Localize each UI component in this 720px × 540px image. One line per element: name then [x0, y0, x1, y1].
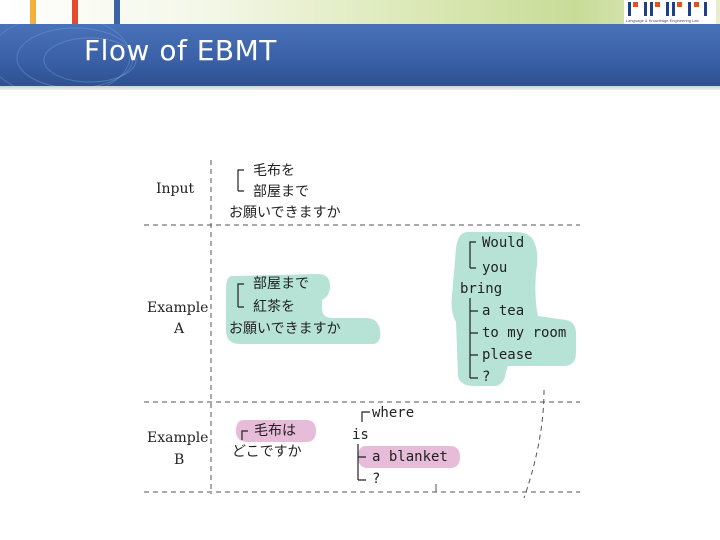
highlight-example-a-en — [451, 232, 576, 386]
lab-logo: Language & Knowledge Engineering Lab — [624, 0, 716, 28]
example-a-jp-line-2: 紅茶を — [253, 299, 295, 315]
example-b-jp-bracket — [241, 430, 248, 440]
decor-bar-blue — [114, 0, 120, 24]
example-a-en-would: Would — [482, 235, 525, 251]
example-a-jp-bracket — [237, 283, 244, 308]
title-swirl-decoration — [0, 24, 137, 86]
example-a-en-lower-tree — [469, 298, 478, 379]
highlight-example-a-jp — [226, 274, 381, 344]
row-label-example-b-word: Example — [147, 430, 209, 446]
top-decorative-strip — [0, 0, 720, 24]
example-a-jp-line-1: 部屋まで — [253, 276, 309, 292]
logo-caption: Language & Knowledge Engineering Lab — [626, 18, 699, 23]
curved-divider — [523, 389, 545, 499]
example-a-en-to-my-room: to my room — [482, 325, 567, 341]
example-b-en-is: is — [352, 427, 369, 443]
highlight-example-b-en — [358, 446, 460, 468]
example-a-en-question: ? — [482, 369, 491, 385]
title-bar: Flow of EBMT — [0, 24, 720, 86]
slide-title: Flow of EBMT — [84, 34, 277, 67]
example-a-en-you: you — [482, 260, 508, 276]
example-a-en-please: please — [482, 347, 533, 363]
title-underline — [0, 86, 720, 90]
input-jp-line-3: お願いできますか — [229, 205, 341, 221]
example-b-en-upper-bracket — [361, 411, 370, 422]
input-jp-line-1: 毛布を — [253, 163, 295, 179]
example-a-en-a-tea: a tea — [482, 303, 525, 319]
example-b-en-where: where — [372, 405, 415, 421]
example-b-jp-line-1: 毛布は — [254, 423, 296, 439]
example-a-en-upper-bracket — [469, 241, 476, 269]
highlight-example-b-jp — [236, 420, 316, 442]
row-label-example-a-letter: A — [174, 321, 185, 337]
example-a-jp-line-3: お願いできますか — [229, 321, 341, 337]
example-b-jp-line-2: どこですか — [232, 444, 302, 460]
example-b-en-a-blanket: a blanket — [372, 449, 448, 465]
example-b-en-lower-tree — [357, 444, 366, 481]
row-label-example-b-letter: B — [174, 452, 185, 468]
input-bracket — [237, 169, 244, 192]
input-jp-line-2: 部屋まで — [253, 184, 309, 200]
example-b-en-question: ? — [372, 471, 381, 487]
example-a-en-bring: bring — [460, 281, 503, 297]
row-label-input: Input — [156, 181, 195, 197]
decor-bar-red — [72, 0, 78, 24]
row-label-example-a-word: Example — [147, 300, 209, 316]
decor-bar-orange — [30, 0, 36, 24]
